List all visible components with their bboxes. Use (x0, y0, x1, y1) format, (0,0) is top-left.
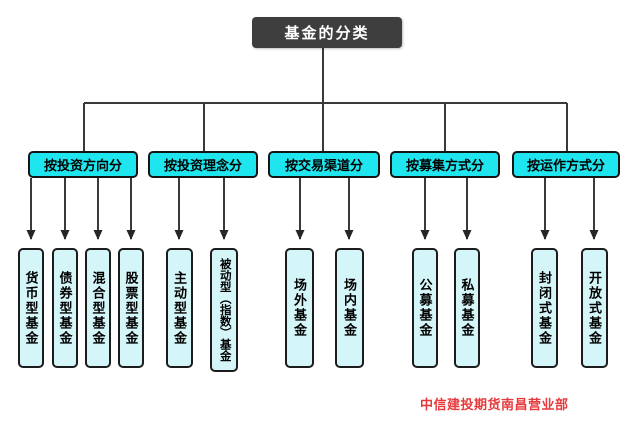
leaf-label: 混合型基金 (90, 270, 106, 346)
leaf-node-open-end-fund: 开放式基金 (581, 248, 608, 368)
leaf-node-passive-index-fund: 被动型（指数）基金 (210, 248, 238, 372)
leaf-label: 股票型基金 (123, 270, 139, 346)
category-node-investment-philosophy: 按投资理念分 (148, 151, 258, 178)
leaf-label: 开放式基金 (587, 270, 602, 346)
leaf-node-bond-fund: 债券型基金 (52, 248, 78, 368)
leaf-node-closed-end-fund: 封闭式基金 (531, 248, 558, 368)
leaf-label: 公募基金 (417, 278, 433, 338)
leaf-node-hybrid-fund: 混合型基金 (85, 248, 111, 368)
category-node-trading-channel: 按交易渠道分 (268, 151, 380, 178)
leaf-node-otc-fund: 场外基金 (285, 248, 314, 368)
category-node-operation-mode: 按运作方式分 (512, 151, 620, 178)
watermark-text: 中信建投期货南昌营业部 (420, 397, 569, 412)
leaf-label: 债券型基金 (57, 270, 73, 346)
category-node-fundraising-method: 按募集方式分 (390, 151, 500, 178)
leaf-label: 场外基金 (292, 278, 307, 338)
leaf-node-private-fund: 私募基金 (454, 248, 480, 368)
leaf-node-public-fund: 公募基金 (412, 248, 438, 368)
leaf-label: 封闭式基金 (537, 270, 552, 346)
root-node-title: 基金的分类 (252, 17, 402, 48)
leaf-label: 场内基金 (342, 278, 357, 338)
leaf-node-exchange-fund: 场内基金 (335, 248, 364, 368)
leaf-node-money-fund: 货币型基金 (18, 248, 44, 368)
leaf-label: 货币型基金 (23, 270, 39, 346)
leaf-node-stock-fund: 股票型基金 (118, 248, 144, 368)
category-node-investment-direction: 按投资方向分 (28, 151, 138, 178)
leaf-node-active-fund: 主动型基金 (166, 248, 193, 368)
leaf-label: 私募基金 (459, 278, 475, 338)
leaf-label: 主动型基金 (172, 270, 187, 346)
leaf-label: 被动型（指数）基金 (218, 258, 231, 362)
